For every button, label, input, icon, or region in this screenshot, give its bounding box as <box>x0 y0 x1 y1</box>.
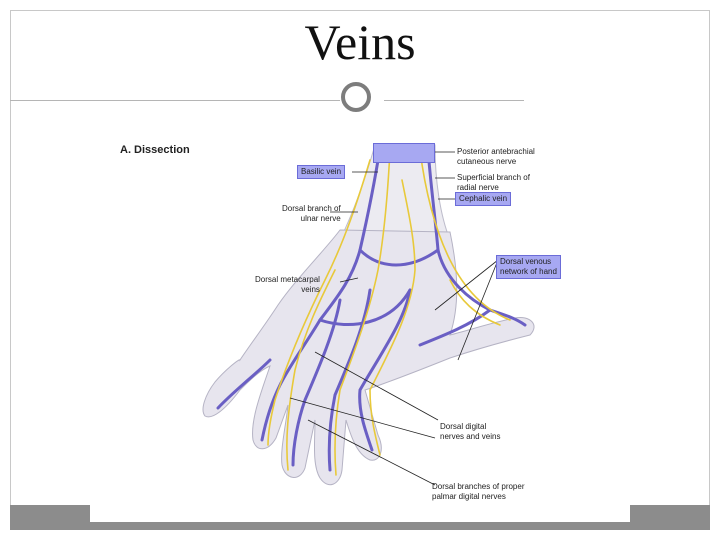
label-superficial-branch-radial-nerve: Superficial branch of radial nerve <box>457 173 530 192</box>
hand-dissection-figure: A. Dissection Posterior antebrachial cut… <box>90 120 630 522</box>
label-dorsal-venous-network: Dorsal venous network of hand <box>496 255 561 279</box>
label-dorsal-branches-palmar-digital-nerves: Dorsal branches of proper palmar digital… <box>432 482 525 501</box>
title-divider-left <box>10 100 340 101</box>
title-divider-right <box>384 100 524 101</box>
hand-illustration <box>202 144 535 486</box>
label-basilic-vein: Basilic vein <box>297 165 346 179</box>
slide-title: Veins <box>304 14 416 70</box>
divider-ring-ornament <box>341 82 371 112</box>
label-posterior-antebrachial-nerve: Posterior antebrachial cutaneous nerve <box>457 147 535 166</box>
label-cephalic-vein: Cephalic vein <box>455 192 512 206</box>
nerve-network <box>267 149 511 476</box>
label-dorsal-digital-nerves-veins: Dorsal digital nerves and veins <box>440 422 501 441</box>
label-dorsal-metacarpal-veins: Dorsal metacarpal veins <box>255 275 320 294</box>
highlight-box-forearm <box>373 143 435 163</box>
hand-shape <box>202 229 535 486</box>
figure-heading: A. Dissection <box>120 144 190 156</box>
leader-lines <box>289 151 499 486</box>
label-dorsal-branch-ulnar-nerve: Dorsal branch of ulnar nerve <box>282 204 341 223</box>
